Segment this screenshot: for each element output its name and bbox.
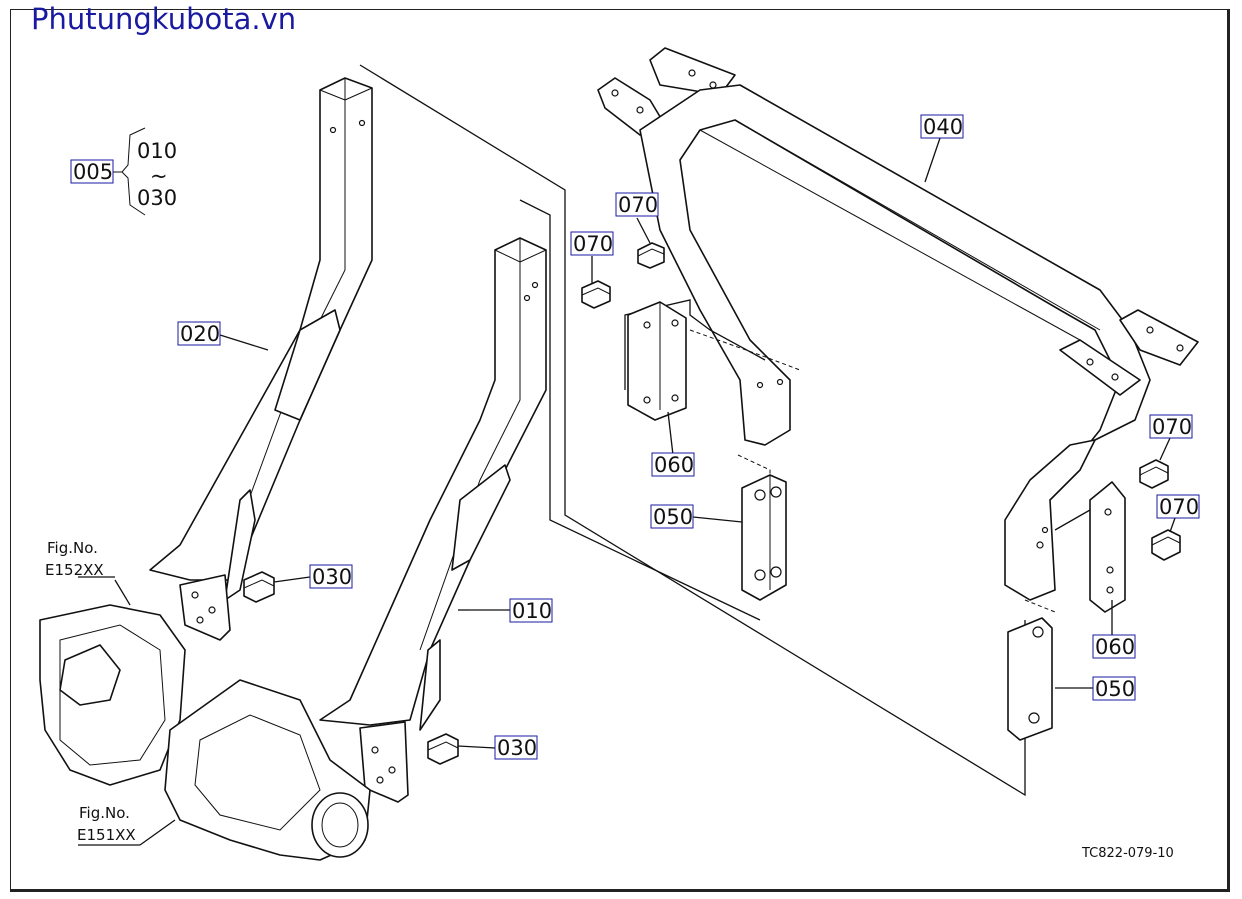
- callout-030-lower[interactable]: 030: [494, 735, 538, 760]
- guide-dash-center: [689, 329, 801, 371]
- arm-part-010: [319, 237, 547, 803]
- plate-050-right: [1007, 617, 1053, 741]
- svg-text:060: 060: [654, 453, 694, 477]
- svg-text:050: 050: [1095, 677, 1135, 701]
- callout-020[interactable]: 020: [177, 321, 221, 346]
- assembly-line-left: [359, 64, 1026, 797]
- callout-060-right[interactable]: 060: [1092, 634, 1136, 659]
- callout-050-left[interactable]: 050: [650, 504, 694, 529]
- set-range-to: 030: [137, 186, 177, 210]
- svg-text:070: 070: [618, 193, 658, 217]
- callout-040[interactable]: 040: [920, 114, 964, 139]
- bracket-060-left: [627, 301, 687, 421]
- svg-text:030: 030: [312, 565, 352, 589]
- bolt-070-c: [1139, 459, 1169, 489]
- svg-text:040: 040: [923, 115, 963, 139]
- callout-070-c[interactable]: 070: [1149, 414, 1193, 439]
- svg-text:070: 070: [573, 232, 613, 256]
- set-label-005: 005 010 ~ 030: [70, 127, 177, 216]
- bracket-060-right: [1089, 481, 1126, 613]
- plate-050-left: [741, 474, 787, 601]
- bolt-030-lower: [427, 733, 459, 765]
- guide-dash-left-stub: [737, 454, 771, 488]
- svg-text:020: 020: [180, 322, 220, 346]
- svg-text:030: 030: [497, 736, 537, 760]
- fig-ref-2-code: E151XX: [77, 826, 136, 844]
- hoop-part-040: [597, 47, 1199, 601]
- callout-050-right[interactable]: 050: [1092, 676, 1136, 701]
- callout-060-left[interactable]: 060: [651, 452, 695, 477]
- svg-text:070: 070: [1159, 495, 1199, 519]
- svg-text:010: 010: [512, 599, 552, 623]
- housing-e151xx: [164, 679, 371, 861]
- watermark-text: Phutungkubota.vn: [31, 2, 297, 36]
- fig-ref-2-title: Fig.No.: [79, 804, 130, 822]
- bolt-070-b: [581, 280, 611, 309]
- svg-text:050: 050: [653, 505, 693, 529]
- callout-010[interactable]: 010: [509, 598, 553, 623]
- assembly-line-inner: [519, 199, 761, 621]
- set-range-tilde: ~: [150, 164, 168, 188]
- bolt-070-a: [637, 242, 665, 269]
- guide-line-center: [624, 299, 766, 390]
- bolt-030-upper: [243, 571, 275, 603]
- drawing-code: TC822-079-10: [1081, 846, 1174, 861]
- guide-line-right: [1054, 509, 1091, 531]
- svg-text:060: 060: [1095, 635, 1135, 659]
- callout-070-a[interactable]: 070: [615, 192, 659, 217]
- callout-070-d[interactable]: 070: [1156, 494, 1200, 519]
- set-number-label: 005: [73, 160, 113, 184]
- bolt-070-d: [1151, 529, 1181, 561]
- svg-text:070: 070: [1152, 415, 1192, 439]
- arm-part-020: [149, 77, 373, 641]
- fig-ref-1-title: Fig.No.: [47, 539, 98, 557]
- leader-lines: [78, 137, 1176, 846]
- callout-070-b[interactable]: 070: [570, 231, 614, 256]
- callout-030-upper[interactable]: 030: [309, 564, 353, 589]
- housing-e152xx: [39, 604, 186, 786]
- set-range-from: 010: [137, 139, 177, 163]
- fig-ref-1-code: E152XX: [45, 561, 104, 579]
- guide-dash-right-stub: [1024, 599, 1056, 613]
